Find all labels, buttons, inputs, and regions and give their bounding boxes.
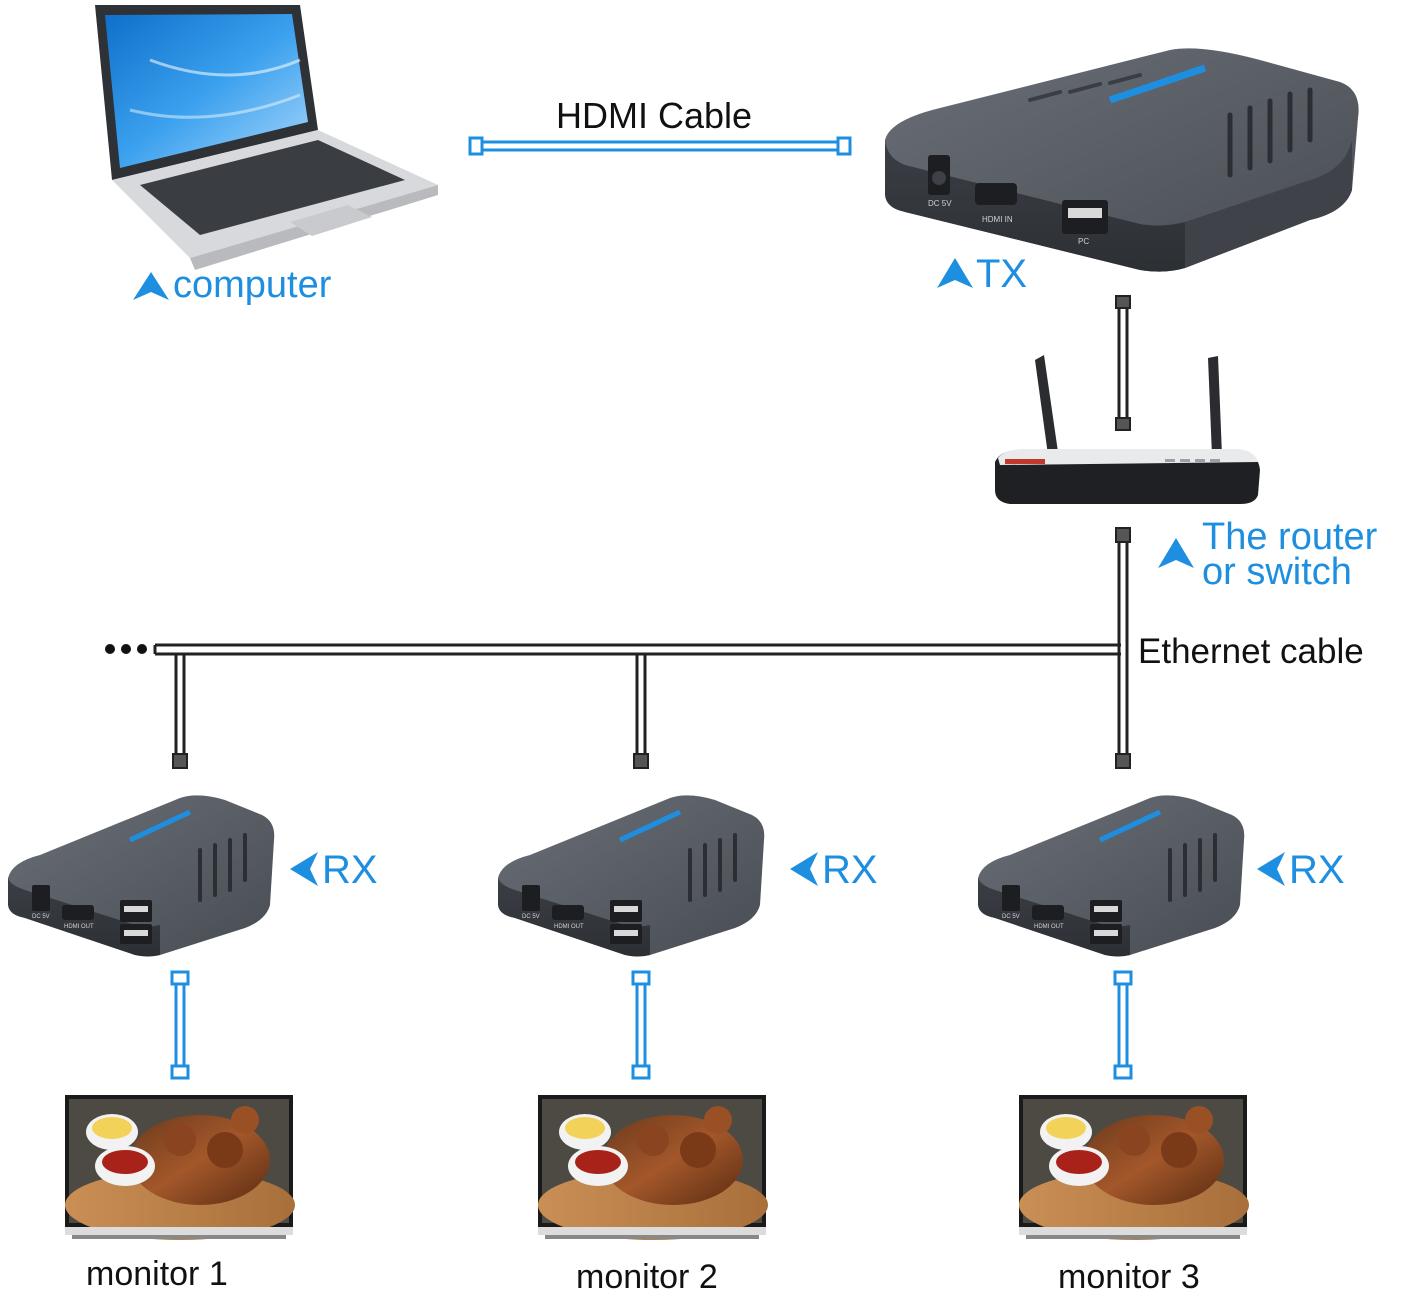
rx-device-2: DC 5V HDMI OUT <box>498 795 765 957</box>
arrow-left-icon <box>1257 852 1285 886</box>
rx1-port-label-hdmi: HDMI OUT <box>64 924 94 930</box>
router-label-line2: or switch <box>1202 551 1352 593</box>
ethernet-drop-2 <box>633 654 649 769</box>
hdmi-cable-label: HDMI Cable <box>556 95 753 136</box>
ethernet-cable-tx-router <box>1115 295 1131 431</box>
ethernet-cable-label: Ethernet cable <box>1138 632 1364 671</box>
ethernet-drop-1 <box>172 654 188 769</box>
monitor-label-1: monitor 1 <box>86 1255 228 1293</box>
monitor-label-2: monitor 2 <box>576 1258 718 1293</box>
router-label-line1: The router <box>1202 516 1378 558</box>
rx3-port-label-dc: DC 5V <box>1002 914 1020 920</box>
hdmi-cable-rx2-monitor2 <box>631 970 651 1080</box>
router <box>995 355 1260 504</box>
hdmi-cable-rx1-monitor1 <box>170 970 190 1080</box>
ethernet-bus <box>105 643 1121 656</box>
tx-device: DC 5V HDMI IN PC <box>885 48 1359 272</box>
rx-device-3: DC 5V HDMI OUT <box>978 795 1245 957</box>
arrow-left-icon <box>790 852 818 886</box>
rx-label-3: RX <box>1289 848 1345 892</box>
bus-continuation-dot <box>137 644 147 654</box>
laptop <box>95 5 438 270</box>
monitor-2 <box>538 1095 768 1240</box>
arrow-left-icon <box>290 852 318 886</box>
rx-label-2: RX <box>822 848 878 892</box>
bus-continuation-dot <box>121 644 131 654</box>
arrow-up-icon <box>1158 538 1194 568</box>
rx2-port-label-dc: DC 5V <box>522 914 540 920</box>
rx2-port-label-hdmi: HDMI OUT <box>554 924 584 930</box>
hdmi-cable-top <box>468 136 852 156</box>
tx-port-label-pc: PC <box>1078 237 1089 246</box>
arrow-up-icon <box>937 258 973 288</box>
monitor-3 <box>1019 1095 1249 1240</box>
ethernet-cable-router-bus <box>1115 527 1131 769</box>
monitor-label-3: monitor 3 <box>1058 1258 1200 1293</box>
arrow-up-icon <box>133 272 169 300</box>
laptop-screen <box>105 14 308 168</box>
tx-hdmi-port <box>975 183 1017 205</box>
rx-device-1: DC 5V HDMI OUT <box>8 795 275 957</box>
rx1-port-label-dc: DC 5V <box>32 914 50 920</box>
hdmi-cable-rx3-monitor3 <box>1113 970 1133 1080</box>
rx3-port-label-hdmi: HDMI OUT <box>1034 924 1064 930</box>
rx-label-1: RX <box>322 848 378 892</box>
bus-continuation-dot <box>105 644 115 654</box>
tx-port-label-hdmi: HDMI IN <box>982 215 1013 224</box>
monitor-1 <box>65 1095 295 1240</box>
tx-label: TX <box>976 252 1028 296</box>
tx-port-label-dc: DC 5V <box>928 199 952 208</box>
computer-label: computer <box>173 264 332 306</box>
